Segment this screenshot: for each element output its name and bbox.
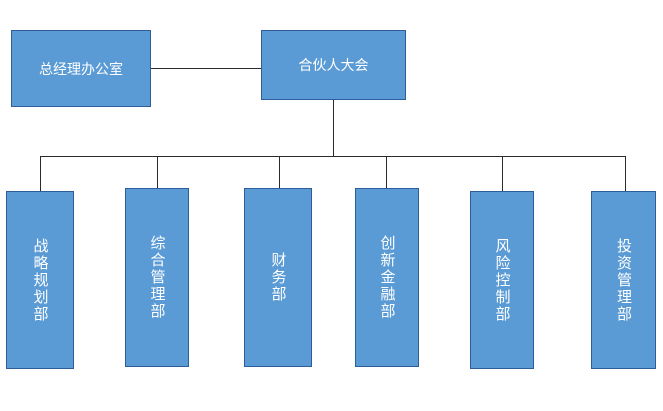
dept-drop-connector	[157, 156, 158, 188]
general-manager-office-box: 总经理办公室	[11, 30, 151, 107]
dept-label: 财务部	[269, 252, 288, 303]
dept-drop-connector	[279, 156, 280, 188]
dept-drop-connector	[40, 156, 41, 191]
assembly-trunk-connector	[333, 100, 334, 157]
dept-label: 创新金融部	[378, 235, 397, 320]
partners-assembly-label: 合伙人大会	[298, 58, 369, 74]
dept-drop-connector	[625, 156, 626, 191]
dept-label: 投资管理部	[615, 237, 633, 323]
dept-general-management-box: 综合管理部	[125, 188, 189, 367]
dept-drop-connector	[386, 156, 387, 188]
dept-risk-control-box: 风险控制部	[470, 191, 534, 369]
horizontal-bus-connector	[40, 156, 625, 157]
dept-finance-box: 财务部	[244, 188, 312, 367]
dept-drop-connector	[502, 156, 503, 191]
general-manager-office-label: 总经理办公室	[39, 61, 123, 78]
partners-assembly-box: 合伙人大会	[261, 30, 406, 100]
dept-label: 风险控制部	[493, 237, 512, 323]
dept-label: 综合管理部	[148, 235, 167, 320]
office-assembly-connector	[151, 68, 262, 69]
dept-strategy-planning-box: 战略规划部	[6, 191, 74, 369]
dept-label: 战略规划部	[31, 237, 50, 323]
dept-investment-management-box: 投资管理部	[591, 191, 656, 369]
dept-innovative-finance-box: 创新金融部	[355, 188, 419, 367]
